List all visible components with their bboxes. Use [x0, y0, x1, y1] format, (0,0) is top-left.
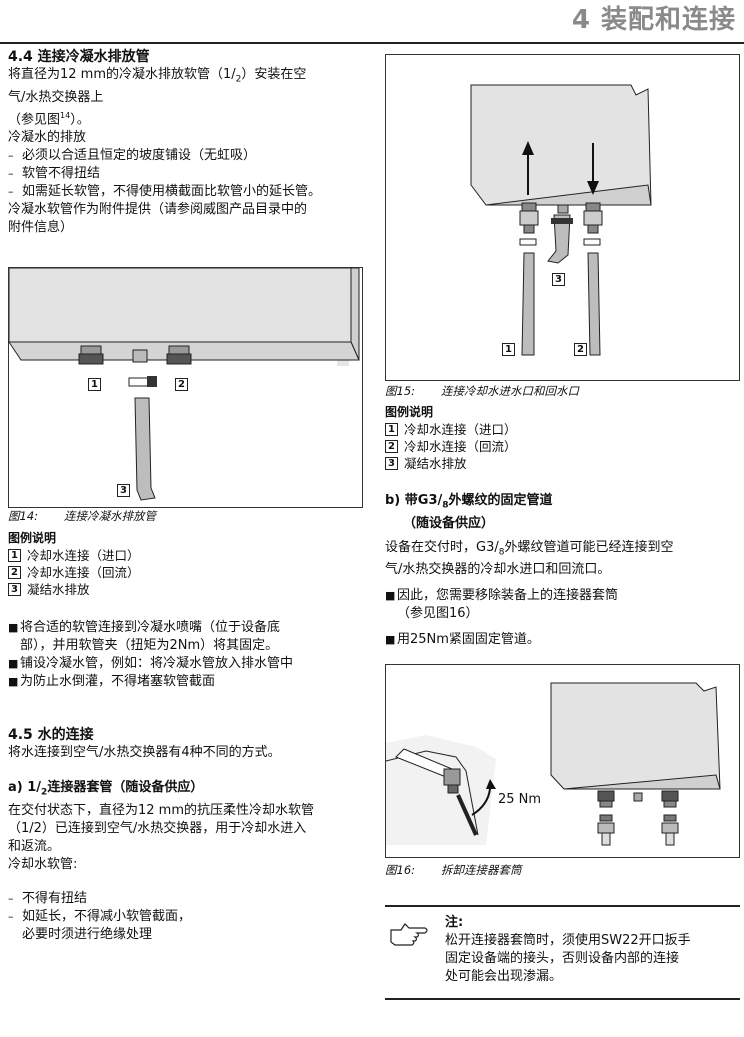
- section-b-subtitle: （随设备供应）: [403, 515, 495, 531]
- note-bottom-rule: [385, 998, 740, 1000]
- figure-16-caption: 图16:拆卸连接器套筒: [385, 863, 522, 877]
- list-item: ■因此，您需要移除装备上的连接器套筒（参见图16）: [385, 588, 619, 622]
- section-4-4-title: 4.4 连接冷凝水排放管: [8, 49, 150, 65]
- s44-bullets: ■将合适的软管连接到冷凝水喷嘴（位于设备底部），并用软管夹（扭矩为2Nm）将其固…: [8, 619, 368, 691]
- figure-14-drawing: [9, 268, 360, 501]
- figure-15-caption: 图15:连接冷却水进水口和回水口: [385, 384, 579, 398]
- figure-15-legend-title: 图例说明: [385, 405, 434, 419]
- s44-accessory-line2: 附件信息）: [8, 219, 74, 235]
- note-box: 注: 松开连接器套筒时，须使用SW22开口扳手 固定设备端的接头，否则设备内部的…: [385, 912, 740, 992]
- marker-3: 3: [117, 484, 130, 497]
- figure-14-caption: 图14:连接冷凝水排放管: [8, 509, 156, 523]
- s45-a-title: a) 1/2连接器套管（随设备供应）: [8, 780, 204, 798]
- s44-intro-line3: （参见图14）。: [8, 110, 90, 127]
- list-item: ■为防止水倒灌，不得堵塞软管截面: [8, 674, 216, 689]
- header-rule: [0, 42, 744, 44]
- section-b-title: b) 带G3/8外螺纹的固定管道: [385, 493, 553, 511]
- s44-dash-list: –必须以合适且恒定的坡度铺设（无虹吸） –软管不得扭结 –如需延长软管，不得使用…: [8, 147, 368, 201]
- torque-label: 25 Nm: [498, 792, 542, 807]
- list-item: ■将合适的软管连接到冷凝水喷嘴（位于设备底部），并用软管夹（扭矩为2Nm）将其固…: [8, 620, 281, 653]
- s44-intro-line1: 将直径为12 mm的冷凝水排放软管（1/2）安装在空: [8, 67, 307, 85]
- section-4-5-title: 4.5 水的连接: [8, 727, 94, 743]
- s45-a-line4: 冷却水软管:: [8, 856, 78, 872]
- hand-pointer-icon: [387, 918, 431, 954]
- figure-15-drawing: [470, 84, 652, 356]
- figure-16: 25 Nm: [385, 664, 740, 858]
- s45-a-line2: （1/2）已连接到空气/水热交换器，用于冷却水进入: [8, 820, 307, 836]
- marker-2: 2: [175, 378, 188, 391]
- s44-intro-line2: 气/水热交换器上: [8, 89, 104, 105]
- figure-14: 1 2 3: [8, 267, 363, 508]
- s44-drain-label: 冷凝水的排放: [8, 129, 87, 145]
- note-line3: 处可能会出现渗漏。: [445, 969, 563, 984]
- note-line1: 松开连接器套筒时，须使用SW22开口扳手: [445, 933, 691, 948]
- chapter-title: 4 装配和连接: [571, 5, 736, 35]
- marker-2: 2: [574, 343, 587, 356]
- note-title: 注:: [445, 915, 464, 930]
- section-4-4: 4.4 连接冷凝水排放管 将直径为12 mm的冷凝水排放软管（1/2）安装在空 …: [8, 48, 368, 237]
- section-b: b) 带G3/8外螺纹的固定管道 （随设备供应） 设备在交付时，G3/8外螺纹管…: [385, 492, 740, 649]
- marker-3: 3: [552, 273, 565, 286]
- section-b-line1: 设备在交付时，G3/8外螺纹管道可能已经连接到空: [385, 539, 674, 558]
- s44-accessory-line1: 冷凝水软管作为附件提供（请参阅威图产品目录中的: [8, 201, 308, 217]
- list-item: –软管不得扭结: [8, 165, 101, 181]
- list-item: –如需延长软管，不得使用横截面比软管小的延长管。: [8, 183, 322, 199]
- marker-1: 1: [502, 343, 515, 356]
- section-b-line2: 气/水热交换器的冷却水进口和回流口。: [385, 562, 611, 578]
- marker-1: 1: [88, 378, 101, 391]
- s45-a-line1: 在交付状态下，直径为12 mm的抗压柔性冷却水软管: [8, 802, 315, 818]
- figure-14-legend-title: 图例说明: [8, 531, 57, 545]
- s45-a-line3: 和返流。: [8, 838, 61, 854]
- list-item: –必须以合适且恒定的坡度铺设（无虹吸）: [8, 147, 257, 163]
- note-top-rule: [385, 905, 740, 907]
- list-item: ■用25Nm紧固固定管道。: [385, 632, 540, 648]
- list-item: –不得有扭结: [8, 890, 88, 906]
- list-item: ■铺设冷凝水管，例如：将冷凝水管放入排水管中: [8, 656, 294, 671]
- figure-16-drawing: [385, 682, 721, 846]
- section-4-5: 4.5 水的连接 将水连接到空气/水热交换器有4种不同的方式。 a) 1/2连接…: [8, 726, 368, 944]
- list-item: –如延长，不得减小软管截面，必要时须进行绝缘处理: [8, 908, 192, 942]
- note-line2: 固定设备端的接头，否则设备内部的连接: [445, 951, 680, 966]
- s45-intro: 将水连接到空气/水热交换器有4种不同的方式。: [8, 745, 281, 760]
- figure-15: 1 2 3: [385, 54, 740, 381]
